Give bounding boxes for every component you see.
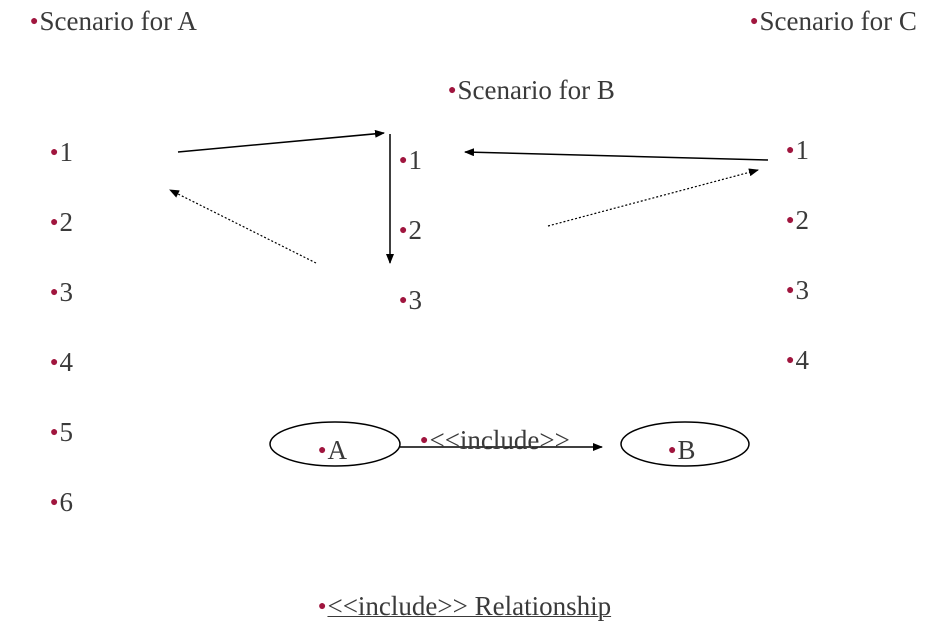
scenario-b-step: ●2: [399, 215, 422, 245]
scenario-a-step: ●3: [50, 277, 73, 307]
scenario-a-step: ●4: [50, 347, 73, 377]
scenario-b-step: ●3: [399, 285, 422, 315]
caption: ●<<include>> Relationship: [318, 591, 612, 621]
scenario-a-step: ●5: [50, 417, 73, 447]
scenario-c-step: ●1: [786, 135, 809, 165]
scenario-a-step: ●6: [50, 487, 73, 517]
arrow-c1-to-b1: [464, 148, 769, 161]
scenario-a-title: ●Scenario for A: [30, 6, 197, 36]
usecase-b-label: ●B: [668, 435, 696, 465]
scenario-a-step: ●2: [50, 207, 73, 237]
scenario-c-title: ●Scenario for C: [750, 6, 917, 36]
scenario-b-title: ●Scenario for B: [448, 75, 615, 105]
usecase-b-ellipse: [620, 421, 750, 467]
dotted-return-b-to-c: [547, 168, 759, 227]
usecase-a-label: ●A: [318, 435, 347, 465]
scenario-c-step: ●2: [786, 205, 809, 235]
usecase-a-ellipse: [269, 421, 401, 467]
scenario-c-step: ●3: [786, 275, 809, 305]
scenario-b-step: ●1: [399, 145, 422, 175]
include-label: ●<<include>>: [420, 425, 570, 455]
scenario-c-step: ●4: [786, 345, 809, 375]
dotted-return-b-to-a: [169, 189, 317, 264]
arrow-a1-to-b1: [177, 129, 385, 153]
scenario-a-step: ●1: [50, 137, 73, 167]
